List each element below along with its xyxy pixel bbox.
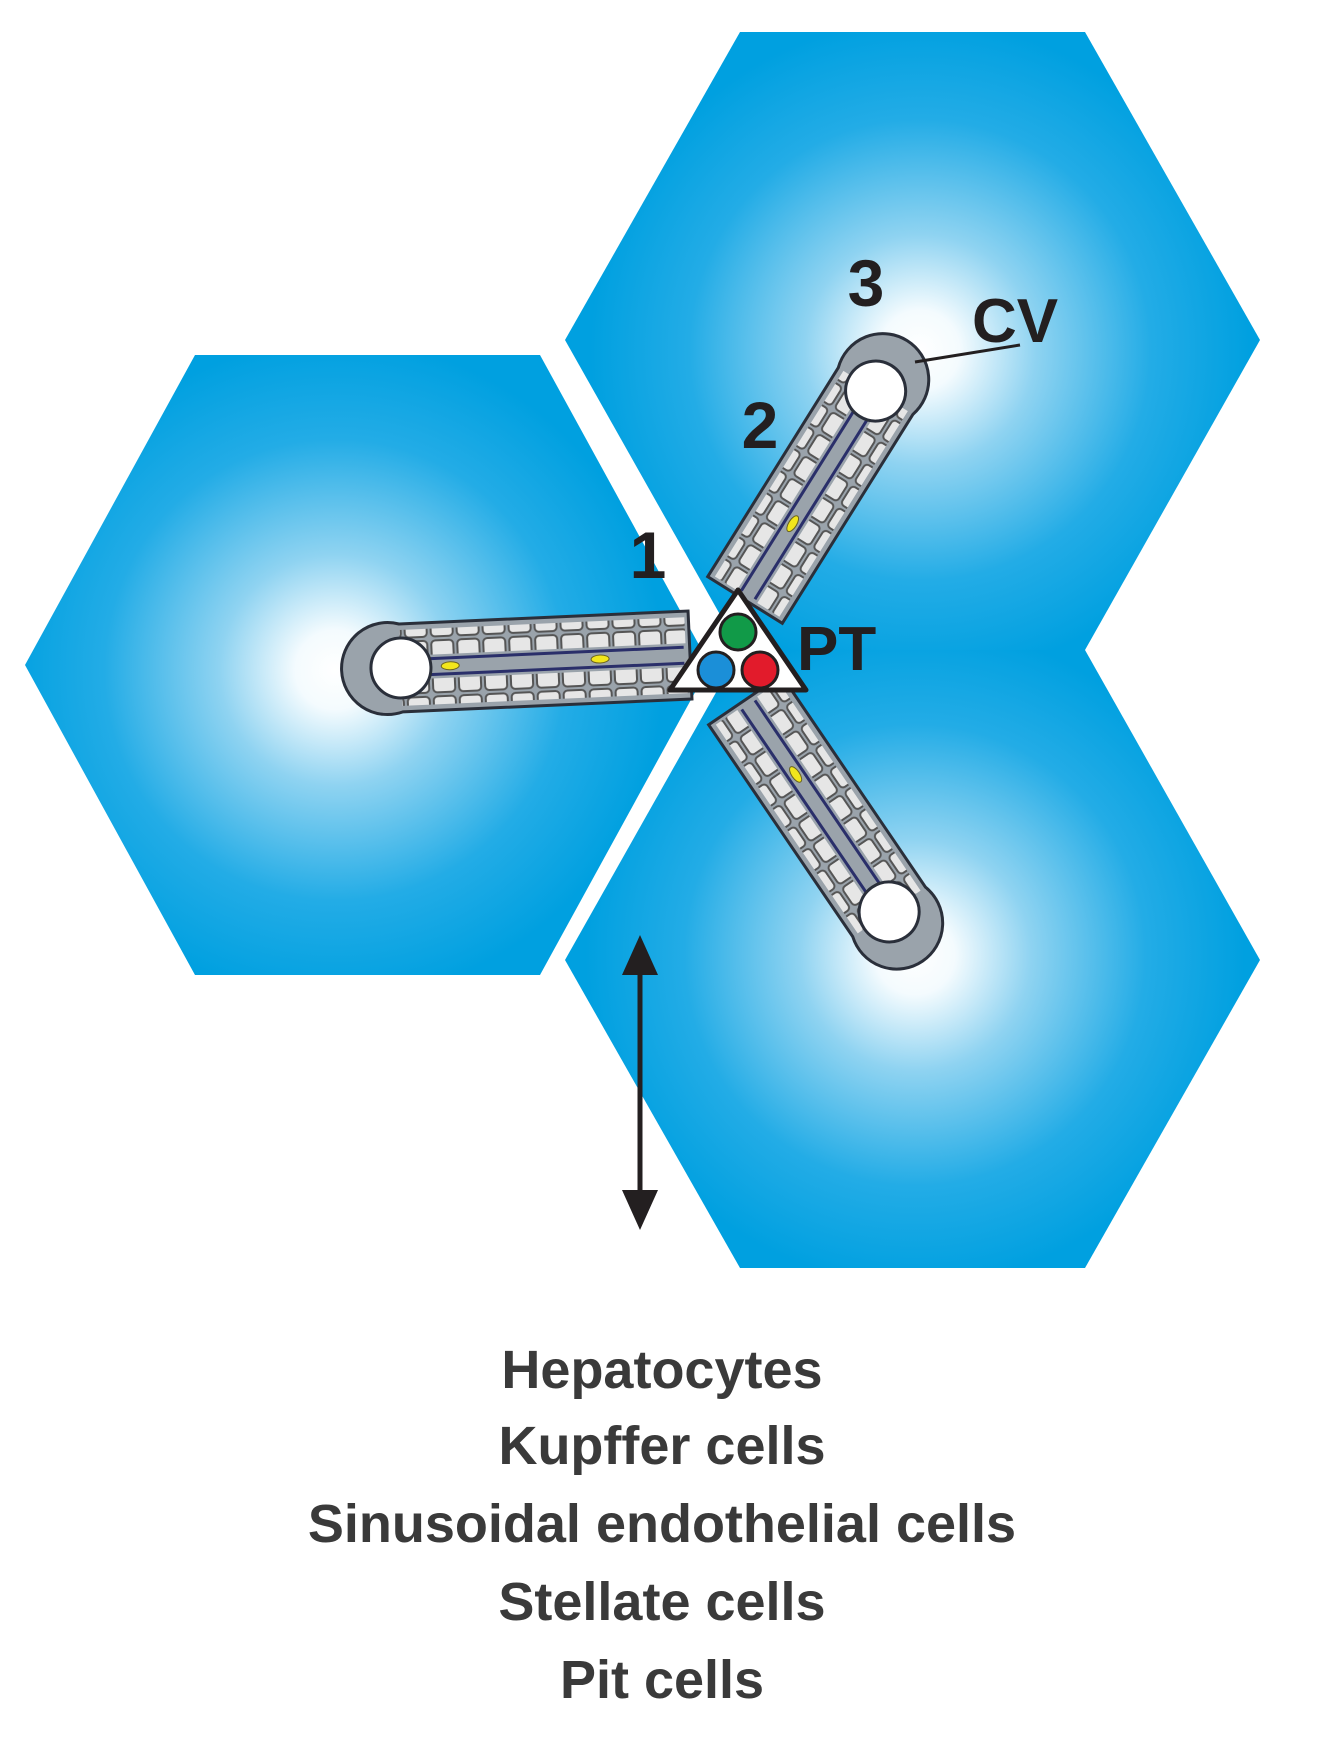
hepatocyte-row-upper (714, 370, 866, 591)
central-vein-lumen (857, 880, 921, 944)
central-vein-lumen (369, 636, 433, 700)
hepatocyte-row-upper (757, 681, 921, 906)
cell-type-sinusoidal-endothelial: Sinusoidal endothelial cells (308, 1494, 1016, 1554)
hepatocyte-row-lower (399, 617, 686, 656)
sinusoid-wall (753, 394, 884, 600)
central-vein-lumen (844, 359, 908, 423)
zone-2-label: 2 (742, 388, 779, 462)
sinusoid-wall (400, 645, 684, 662)
sinusoid-wall (740, 708, 884, 918)
stellate-cell (786, 515, 800, 533)
stellate-cell (789, 766, 803, 783)
cell-type-list: Hepatocytes Kupffer cells Sinusoidal end… (308, 1340, 1016, 1710)
sinusoid-wall (740, 385, 871, 592)
cell-type-hepatocytes: Hepatocytes (501, 1340, 822, 1400)
portal-vein-icon (696, 650, 736, 690)
cord-bottom (706, 673, 945, 971)
double-arrow-icon (622, 935, 658, 1230)
lobule-top (565, 32, 1260, 650)
hepatocyte-cords (340, 332, 945, 971)
hepatocyte-row-lower (757, 397, 908, 617)
stellate-cell (440, 661, 460, 671)
cell-type-kupffer: Kupffer cells (498, 1416, 825, 1476)
portal-triad (667, 587, 809, 693)
cord-top (705, 332, 931, 626)
zone-1-label: 1 (630, 518, 667, 592)
cord-left (340, 609, 694, 717)
stellate-cell (590, 654, 610, 664)
cell-type-stellate: Stellate cells (498, 1572, 825, 1632)
bile-duct-icon (718, 612, 758, 652)
cv-pointer-line (914, 343, 1021, 364)
cell-type-pit: Pit cells (560, 1650, 764, 1710)
sinusoid-wall (753, 699, 897, 909)
sinusoid-wall (401, 661, 685, 678)
portal-triad-label: PT (797, 615, 876, 684)
hepatocyte-row-lower (715, 710, 880, 934)
central-vein-label: CV (972, 287, 1058, 356)
zone-3-label: 3 (848, 246, 885, 320)
hepatocyte-row-upper (401, 667, 688, 706)
hepatic-artery-icon (740, 650, 780, 690)
